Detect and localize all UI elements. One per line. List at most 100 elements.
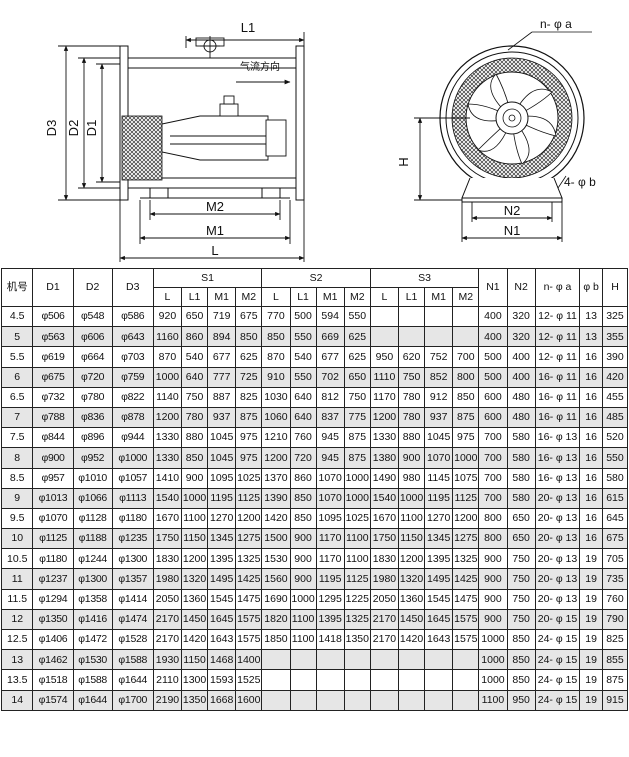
cell-s3-m1: 912 bbox=[424, 386, 454, 408]
cell-s3-l1: 1450 bbox=[398, 608, 426, 631]
cell-d1: φ1462 bbox=[32, 649, 74, 671]
cell-s3-l1: 1000 bbox=[398, 487, 426, 509]
cell-s3-l: 1750 bbox=[369, 528, 400, 550]
cell-model: 6.5 bbox=[0, 386, 34, 408]
cell-n1: 700 bbox=[478, 427, 508, 449]
cell-n1: 400 bbox=[478, 326, 508, 348]
cell-s3-m2: 1125 bbox=[452, 487, 480, 509]
cell-model: 11 bbox=[0, 568, 34, 590]
cell-s3-l1: 780 bbox=[398, 406, 426, 429]
cell-s1-l: 920 bbox=[152, 305, 183, 328]
cell-s1-l1: 1360 bbox=[181, 588, 209, 610]
cell-d3: φ1057 bbox=[111, 467, 154, 489]
cell-s3-m2 bbox=[452, 326, 480, 348]
cell-s2-l1: 540 bbox=[289, 346, 317, 368]
cell-n1: 1000 bbox=[478, 628, 508, 651]
cell-s2-l: 1210 bbox=[261, 427, 291, 449]
cell-s1-m2: 1200 bbox=[235, 507, 263, 530]
cell-s2-l1: 640 bbox=[289, 386, 317, 408]
cell-s2-m1: 945 bbox=[315, 447, 345, 469]
cell-model: 5.5 bbox=[0, 346, 34, 368]
cell-d1: φ732 bbox=[32, 386, 74, 408]
cell-s2-m2 bbox=[343, 689, 371, 711]
cell-holes: 12- φ 11 bbox=[534, 326, 581, 348]
cell-d3: φ1300 bbox=[111, 548, 154, 570]
cell-s2-m1: 677 bbox=[315, 346, 345, 368]
cell-s1-m1: 1345 bbox=[207, 528, 237, 550]
cell-s1-l: 2110 bbox=[152, 669, 183, 691]
cell-s3-m2: 700 bbox=[452, 346, 480, 368]
cell-s2-l: 1850 bbox=[261, 628, 291, 651]
cell-holes: 20- φ 13 bbox=[534, 507, 581, 530]
cell-n2: 580 bbox=[506, 427, 536, 449]
cell-d3: φ1700 bbox=[111, 689, 154, 711]
cell-s1-l: 1980 bbox=[152, 568, 183, 590]
cell-d1: φ1180 bbox=[32, 548, 74, 570]
cell-s3-l1 bbox=[398, 649, 426, 671]
cell-s1-l: 1200 bbox=[152, 406, 183, 429]
cell-n2: 580 bbox=[506, 447, 536, 469]
cell-s1-m1: 1668 bbox=[207, 689, 237, 711]
cell-d2: φ1472 bbox=[72, 628, 113, 651]
cell-s3-l: 1830 bbox=[369, 548, 400, 570]
cell-d2: φ1066 bbox=[72, 487, 113, 509]
cell-s3-l: 1330 bbox=[369, 427, 400, 449]
cell-s1-l: 2050 bbox=[152, 588, 183, 610]
cell-s2-m1: 1170 bbox=[315, 548, 345, 570]
cell-s2-m1: 1195 bbox=[315, 568, 345, 590]
cell-s3-l1 bbox=[398, 326, 426, 348]
cell-s2-l: 1500 bbox=[261, 528, 291, 550]
cell-s1-l: 1330 bbox=[152, 427, 183, 449]
cell-model: 6 bbox=[0, 366, 34, 388]
sub-l1: L1 bbox=[398, 287, 426, 307]
cell-s1-l1: 750 bbox=[181, 386, 209, 408]
cell-s2-m1 bbox=[315, 669, 345, 691]
cell-s3-m1 bbox=[424, 669, 454, 691]
cell-d2: φ1128 bbox=[72, 507, 113, 530]
cell-s1-m2: 1425 bbox=[235, 568, 263, 590]
cell-s2-m1: 1070 bbox=[315, 487, 345, 509]
cell-n2: 580 bbox=[506, 467, 536, 489]
cell-holes: 24- φ 15 bbox=[534, 689, 581, 711]
cell-s2-m2: 1025 bbox=[343, 507, 371, 530]
cell-s3-m1: 937 bbox=[424, 406, 454, 429]
col-n1: N1 bbox=[478, 268, 508, 307]
cell-d1: φ1013 bbox=[32, 487, 74, 509]
cell-s2-l: 770 bbox=[261, 305, 291, 328]
cell-holes: 20- φ 13 bbox=[534, 528, 581, 550]
cell-d1: φ1406 bbox=[32, 628, 74, 651]
cell-s3-l: 2170 bbox=[369, 628, 400, 651]
cell-d1: φ506 bbox=[32, 305, 74, 328]
cell-d3: φ822 bbox=[111, 386, 154, 408]
cell-s2-l1: 760 bbox=[289, 427, 317, 449]
cell-s1-m2: 1475 bbox=[235, 588, 263, 610]
cell-h: 520 bbox=[601, 427, 629, 449]
cell-s3-l1 bbox=[398, 669, 426, 691]
cell-s3-l1: 780 bbox=[398, 386, 426, 408]
cell-s2-m1: 594 bbox=[315, 305, 345, 328]
cell-s1-l: 2170 bbox=[152, 628, 183, 651]
cell-s3-m1: 1395 bbox=[424, 548, 454, 570]
cell-d1: φ1294 bbox=[32, 588, 74, 610]
cell-d3: φ1644 bbox=[111, 669, 154, 691]
cell-d2: φ1644 bbox=[72, 689, 113, 711]
cell-d2: φ780 bbox=[72, 386, 113, 408]
cell-s1-m1: 1468 bbox=[207, 649, 237, 671]
cell-s2-l: 910 bbox=[261, 366, 291, 388]
front-base bbox=[461, 177, 563, 203]
sub-m1: M1 bbox=[207, 287, 237, 307]
cell-h: 705 bbox=[601, 548, 629, 570]
cell-s3-m2: 975 bbox=[452, 427, 480, 449]
cell-s3-m2: 1475 bbox=[452, 588, 480, 610]
cell-s1-m1: 677 bbox=[207, 346, 237, 368]
cell-s1-l: 1000 bbox=[152, 366, 183, 388]
cell-s1-l1: 860 bbox=[181, 326, 209, 348]
cell-s3-l: 2170 bbox=[369, 608, 400, 631]
cell-s3-m2 bbox=[452, 669, 480, 691]
cell-s3-m2: 800 bbox=[452, 366, 480, 388]
airflow-label: 气流方向 bbox=[240, 60, 280, 73]
